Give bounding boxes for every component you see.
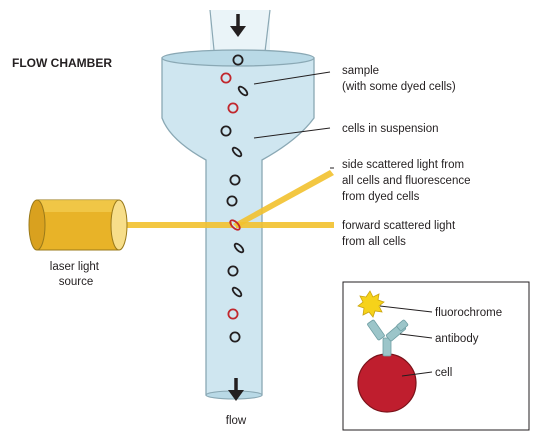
- inlet-arrow: [230, 14, 246, 37]
- cell: [233, 242, 245, 254]
- laser-light-source: [28, 199, 128, 251]
- forward-scatter-beam: [236, 222, 334, 228]
- label-forward-scattered-light: forward scattered light from all cells: [342, 220, 458, 248]
- dyed-cell: [227, 102, 239, 114]
- label-cell: cell: [435, 367, 452, 379]
- cell: [237, 85, 249, 97]
- light-beams: [110, 170, 334, 228]
- cell-body: [357, 353, 417, 413]
- label-sample: sample (with some dyed cells): [342, 65, 456, 93]
- cell: [231, 286, 243, 298]
- antibody-inset: fluorochrome antibody cell: [342, 281, 530, 431]
- dyed-cell: [220, 72, 232, 84]
- label-laser-light-source: laser light source: [50, 261, 102, 288]
- label-antibody: antibody: [435, 333, 479, 345]
- side-scatter-beam: [233, 170, 334, 228]
- cells: [220, 54, 249, 343]
- cell: [227, 265, 239, 277]
- laser-beam: [110, 222, 232, 228]
- label-cells-in-suspension: cells in suspension: [342, 123, 439, 135]
- cell: [229, 331, 241, 343]
- dyed-cell: [227, 308, 239, 320]
- label-fluorochrome: fluorochrome: [435, 307, 502, 319]
- cell: [231, 146, 243, 158]
- label-flow: flow: [226, 415, 247, 427]
- antibody-shape: [367, 319, 409, 357]
- cell: [232, 54, 244, 66]
- fluorochrome-shape: [357, 290, 385, 318]
- leader-lines: [253, 71, 334, 169]
- cell: [229, 174, 241, 186]
- diagram-title: FLOW CHAMBER: [12, 56, 112, 70]
- label-side-scattered-light: side scattered light from all cells and …: [342, 159, 474, 203]
- dyed-cell-in-beam: [229, 219, 241, 231]
- outlet-arrow: [228, 378, 244, 401]
- cell: [220, 125, 232, 137]
- cell: [226, 195, 238, 207]
